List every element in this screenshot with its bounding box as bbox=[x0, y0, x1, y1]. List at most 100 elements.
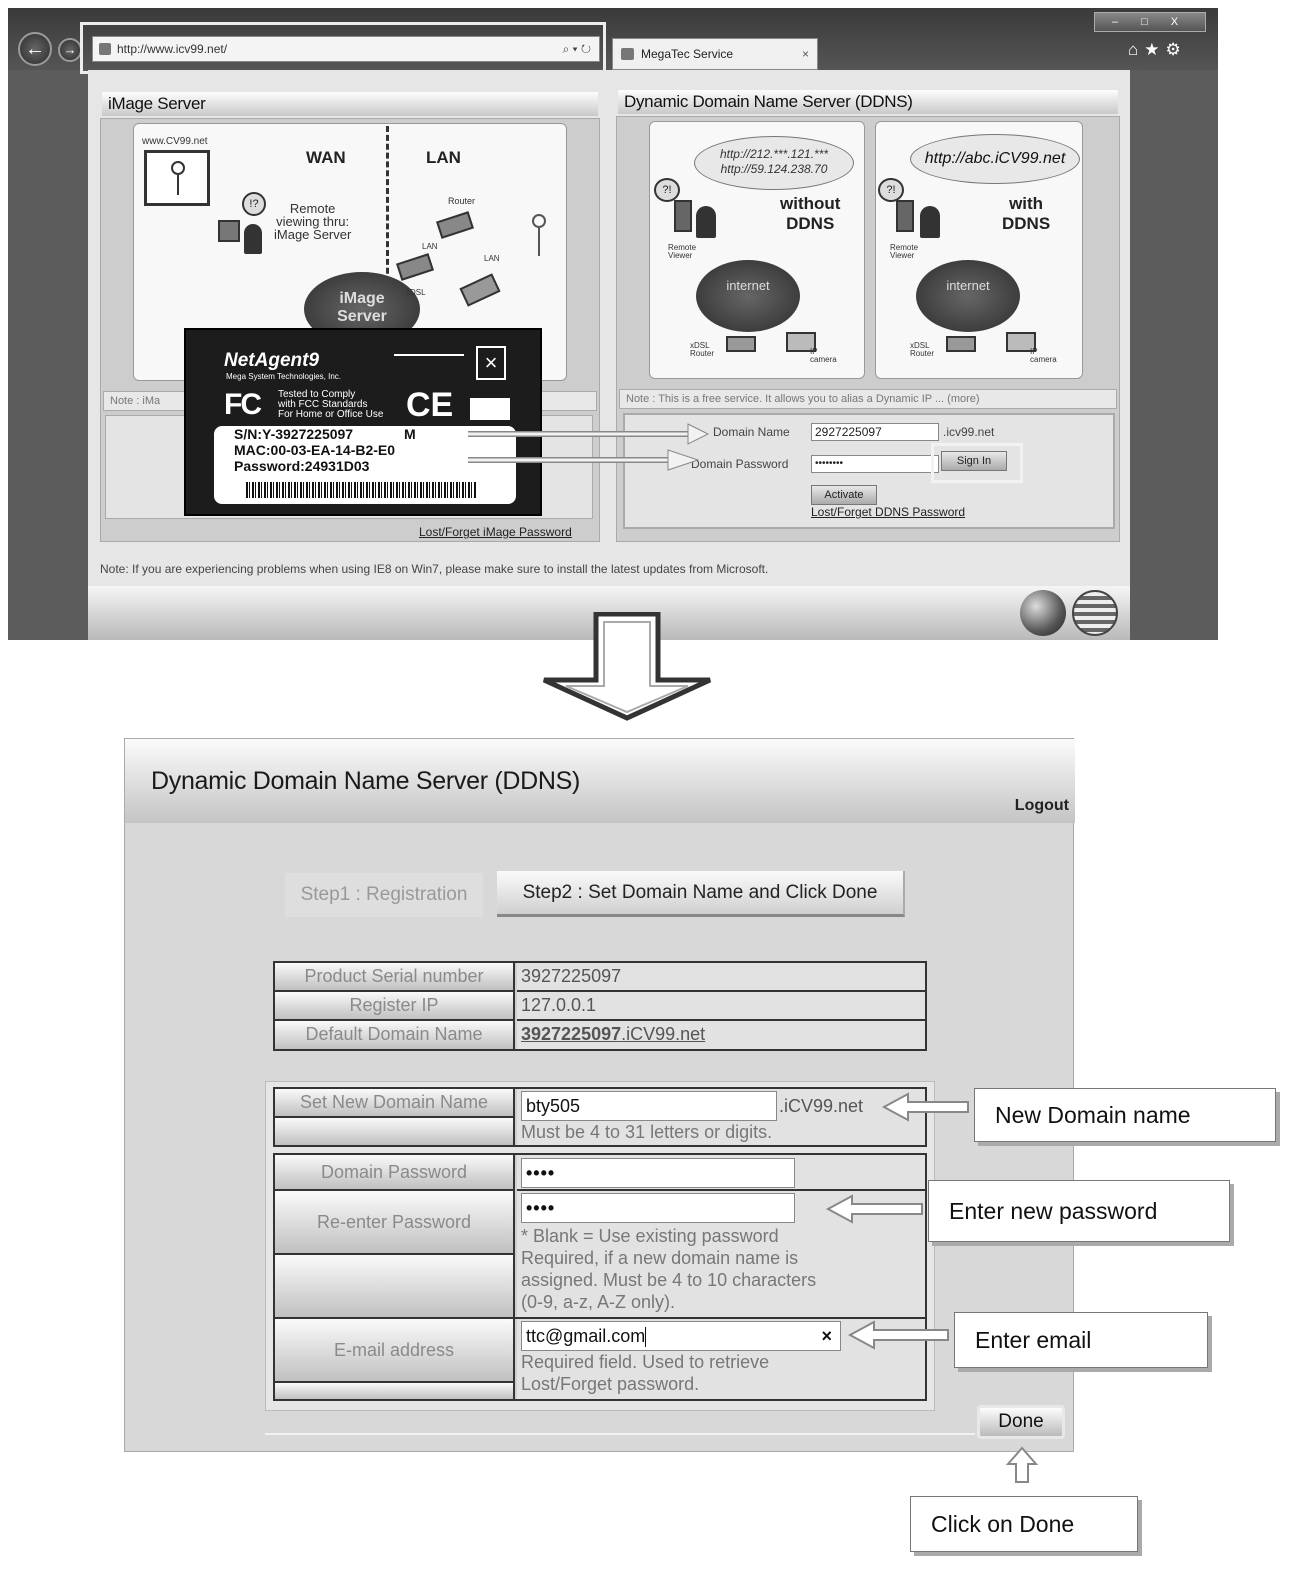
weee-bin-icon: × bbox=[476, 346, 506, 380]
activate-button[interactable]: Activate bbox=[811, 485, 877, 505]
default-domain-number: 3927225097 bbox=[521, 1024, 622, 1044]
internet-cloud: internet bbox=[916, 260, 1020, 332]
tab-title: MegaTec Service bbox=[641, 47, 734, 61]
password-hint-line1: * Blank = Use existing password bbox=[521, 1226, 779, 1246]
remote-viewer-label: Remote Viewer bbox=[668, 243, 697, 260]
email-value: ttc@gmail.com bbox=[526, 1326, 646, 1346]
new-domain-hint: Must be 4 to 31 letters or digits. bbox=[521, 1122, 773, 1142]
ip-camera-icon bbox=[459, 273, 501, 307]
router-icon bbox=[436, 211, 474, 239]
device-mac: MAC:00-03-EA-14-B2-E0 bbox=[234, 442, 396, 458]
new-domain-table: Set New Domain Name bty505 .iCV99.net Mu… bbox=[273, 1087, 927, 1147]
domain-password-input[interactable]: •••• bbox=[521, 1158, 795, 1188]
email-input[interactable]: ttc@gmail.com × bbox=[521, 1321, 841, 1351]
done-button[interactable]: Done bbox=[977, 1405, 1065, 1439]
product-info-table: Product Serial number 3927225097 Registe… bbox=[273, 961, 927, 1051]
text-cursor bbox=[645, 1327, 647, 1348]
down-arrow-icon bbox=[542, 612, 712, 721]
new-domain-input[interactable]: bty505 bbox=[521, 1091, 777, 1121]
globe-language-icon[interactable] bbox=[1020, 590, 1066, 636]
device-label-sticker: S/N:Y-3927225097 M MAC:00-03-EA-14-B2-E0… bbox=[214, 426, 516, 504]
forward-arrow-icon[interactable]: → bbox=[58, 38, 82, 62]
question-bubble-icon: ?! bbox=[654, 178, 680, 202]
viewer-device-icon bbox=[896, 200, 914, 232]
domain-suffix: .icv99.net bbox=[943, 425, 995, 439]
back-arrow-icon[interactable]: ← bbox=[18, 32, 52, 66]
ce-mark: CE bbox=[406, 386, 454, 424]
browser-window: ← → http://www.icv99.net/ ⌕ ▾ ↻ MegaTec … bbox=[8, 8, 1218, 640]
viewer-person-icon bbox=[244, 224, 262, 254]
callout-email: Enter email bbox=[954, 1312, 1208, 1368]
monitor-icon bbox=[144, 150, 210, 206]
reenter-label-filler bbox=[275, 1255, 515, 1317]
address-bar[interactable]: http://www.icv99.net/ ⌕ ▾ ↻ bbox=[92, 36, 600, 62]
logout-link[interactable]: Logout bbox=[1014, 797, 1069, 814]
ip-camera-label: IP camera bbox=[1030, 347, 1057, 364]
domain-url-bubble: http://abc.iCV99.net bbox=[910, 134, 1080, 184]
us-flag-icon[interactable] bbox=[1072, 590, 1118, 636]
question-bubble-icon: ?! bbox=[878, 178, 904, 202]
serial-number-value: 3927225097 bbox=[517, 963, 925, 992]
xdsl-modem-icon bbox=[396, 253, 434, 281]
email-hint-line1: Required field. Used to retrieve bbox=[521, 1352, 770, 1372]
callout-new-password: Enter new password bbox=[928, 1180, 1230, 1242]
domain-password-label: Domain Password bbox=[691, 457, 789, 471]
search-refresh-icons[interactable]: ⌕ ▾ ↻ bbox=[562, 42, 591, 56]
xdsl-router-label: xDSL Router bbox=[690, 341, 715, 358]
domain-password-input[interactable]: •••••••• bbox=[811, 455, 939, 473]
stick-figure-body bbox=[538, 228, 540, 256]
email-pointer-arrow bbox=[847, 1320, 949, 1350]
ip-camera-label: IP camera bbox=[810, 347, 837, 364]
tab-close-icon[interactable]: × bbox=[801, 47, 809, 61]
lan-cable-label: LAN bbox=[422, 242, 438, 251]
default-domain-value[interactable]: 3927225097.iCV99.net bbox=[517, 1021, 925, 1049]
remote-viewer-icon bbox=[920, 206, 940, 238]
address-url: http://www.icv99.net/ bbox=[117, 42, 228, 56]
device-serial: S/N:Y-3927225097 bbox=[234, 426, 354, 442]
register-ip-label: Register IP bbox=[275, 992, 515, 1021]
remote-viewer-label: Remote Viewer bbox=[890, 243, 919, 260]
xdsl-router-label: xDSL Router bbox=[910, 341, 935, 358]
device-password: Password:24931D03 bbox=[234, 458, 370, 474]
ip-camera-icon bbox=[1006, 332, 1036, 352]
clear-email-icon[interactable]: × bbox=[821, 1326, 832, 1346]
laptop-icon bbox=[218, 220, 240, 242]
domain-name-input[interactable]: 2927225097 bbox=[811, 423, 939, 441]
email-label: E-mail address bbox=[275, 1319, 515, 1383]
with-ddns-diagram: http://abc.iCV99.net with DDNS ?! Remote… bbox=[875, 121, 1083, 379]
new-password-pointer-arrow bbox=[825, 1194, 923, 1224]
device-maker: Mega System Technologies, Inc. bbox=[226, 372, 342, 381]
ip-camera-icon bbox=[786, 332, 816, 352]
sign-in-button[interactable]: Sign In bbox=[941, 451, 1007, 471]
xdsl-router-icon bbox=[726, 336, 756, 352]
step1-registration-tab[interactable]: Step1 : Registration bbox=[285, 873, 483, 917]
ip-address-bubble: http://212.***.121.*** http://59.124.238… bbox=[694, 136, 854, 190]
reenter-password-input[interactable]: •••• bbox=[521, 1193, 795, 1223]
browser-toolbar: ← → http://www.icv99.net/ ⌕ ▾ ↻ MegaTec … bbox=[8, 8, 1218, 74]
lan-cable-label-2: LAN bbox=[484, 254, 500, 263]
domain-password-label: Domain Password bbox=[275, 1155, 515, 1191]
question-bubble-icon: !? bbox=[242, 192, 266, 216]
wan-lan-divider bbox=[386, 126, 389, 380]
with-ddns-label: with DDNS bbox=[1002, 194, 1051, 233]
serial-number-label: Product Serial number bbox=[275, 963, 515, 992]
step2-set-domain-tab[interactable]: Step2 : Set Domain Name and Click Done bbox=[497, 871, 905, 917]
browser-tab[interactable]: MegaTec Service × bbox=[612, 38, 818, 70]
password-table: Domain Password •••• Re-enter Password •… bbox=[273, 1153, 927, 1319]
default-domain-suffix: .iCV99.net bbox=[621, 1024, 706, 1044]
lost-image-password-link[interactable]: Lost/Forget iMage Password bbox=[419, 525, 572, 539]
xdsl-label: xDSL bbox=[406, 288, 426, 297]
email-label-filler bbox=[275, 1383, 515, 1399]
reenter-password-label: Re-enter Password bbox=[275, 1191, 515, 1255]
lost-ddns-password-link[interactable]: Lost/Forget DDNS Password bbox=[811, 505, 966, 519]
callout-done: Click on Done bbox=[910, 1496, 1138, 1552]
register-ip-value: 127.0.0.1 bbox=[517, 992, 925, 1021]
device-brand: NetAgent9 bbox=[224, 350, 320, 371]
guide-arrows bbox=[468, 423, 710, 471]
device-serial-suffix: M bbox=[404, 426, 416, 442]
dc-power-symbol bbox=[394, 354, 464, 356]
ie8-note: Note: If you are experiencing problems w… bbox=[100, 562, 769, 576]
domain-name-label: Domain Name bbox=[713, 425, 790, 439]
home-star-gear-icons[interactable]: ⌂★⚙ bbox=[1128, 40, 1187, 59]
window-controls[interactable]: – □ X bbox=[1094, 12, 1206, 32]
